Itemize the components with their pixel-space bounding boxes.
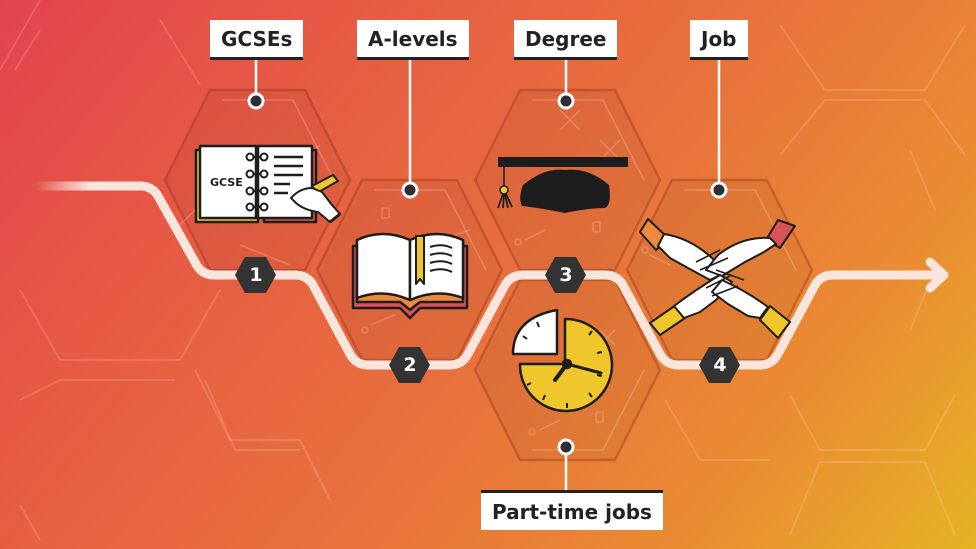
open-book-icon <box>351 232 469 320</box>
graduation-cap-icon <box>497 157 628 213</box>
connector-dot-gcses <box>247 92 265 110</box>
stage-number-1: 1 <box>249 264 263 286</box>
stage-badge-4 <box>699 347 740 383</box>
stage-badge-3 <box>545 257 586 293</box>
connector-dot-alevels <box>401 181 419 199</box>
label-gcses: GCSEs <box>210 20 304 60</box>
stage-badge-2 <box>389 347 430 383</box>
label-alevels: A-levels <box>357 20 469 60</box>
clock-icon <box>511 308 614 413</box>
stage-badge-1 <box>235 257 276 293</box>
connector-dot-parttime <box>557 438 575 456</box>
stage-number-4: 4 <box>713 354 727 376</box>
arrow-right-icon <box>925 257 949 293</box>
gcse-notebook-icon <box>194 144 341 224</box>
label-job: Job <box>690 20 748 60</box>
connector-dot-degree <box>557 92 575 110</box>
stacked-hands-icon <box>639 218 796 339</box>
stage-number-2: 2 <box>403 354 417 376</box>
connector-dot-job <box>710 181 728 199</box>
stage-number-3: 3 <box>559 264 573 286</box>
gcse-notebook-text: GCSE <box>210 176 243 189</box>
label-part-time-jobs: Part-time jobs <box>481 490 663 530</box>
label-degree: Degree <box>514 20 618 60</box>
